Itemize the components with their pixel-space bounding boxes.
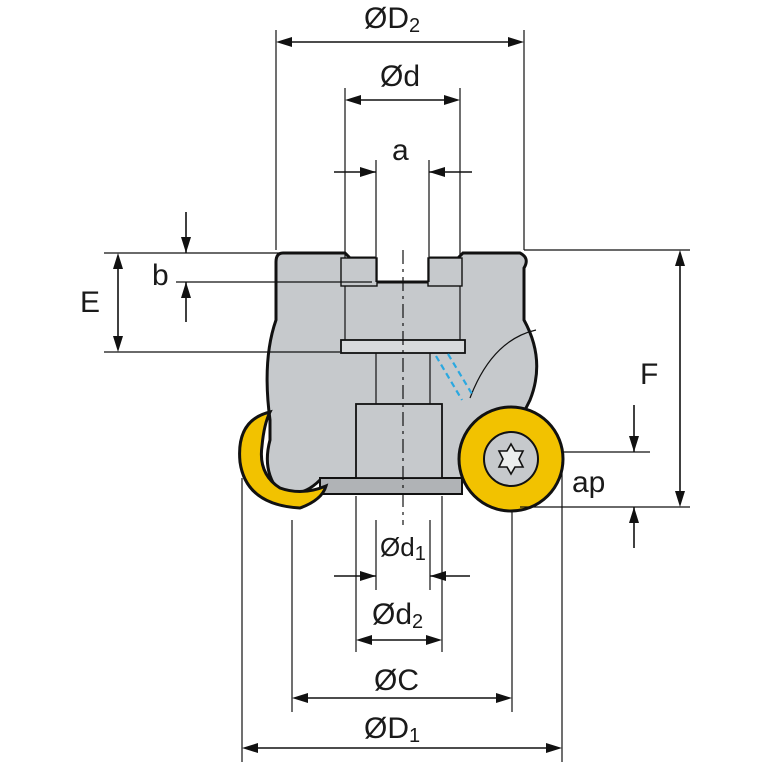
- label-E: E: [80, 286, 100, 319]
- label-a: a: [392, 134, 409, 167]
- label-D1: ØD1: [364, 712, 420, 747]
- label-D2: ØD2: [364, 2, 420, 37]
- key-slot-shoulder-right: [427, 257, 463, 287]
- label-C: ØC: [374, 664, 419, 697]
- label-b: b: [152, 259, 169, 292]
- torx-screw-icon: [497, 442, 525, 476]
- counterbore: [355, 403, 443, 479]
- label-d: Ød: [380, 60, 420, 93]
- label-d1: Ød1: [380, 532, 426, 565]
- coolant-channel: [435, 353, 473, 401]
- insert-right: [457, 405, 565, 513]
- label-F: F: [640, 358, 658, 391]
- insert-left: [238, 409, 329, 510]
- key-slot-shoulder-left: [340, 257, 378, 287]
- label-d2: Ød2: [372, 598, 423, 633]
- chip-pocket-arc: [469, 329, 537, 399]
- body-lower-band: [319, 477, 463, 495]
- label-ap: ap: [572, 466, 605, 499]
